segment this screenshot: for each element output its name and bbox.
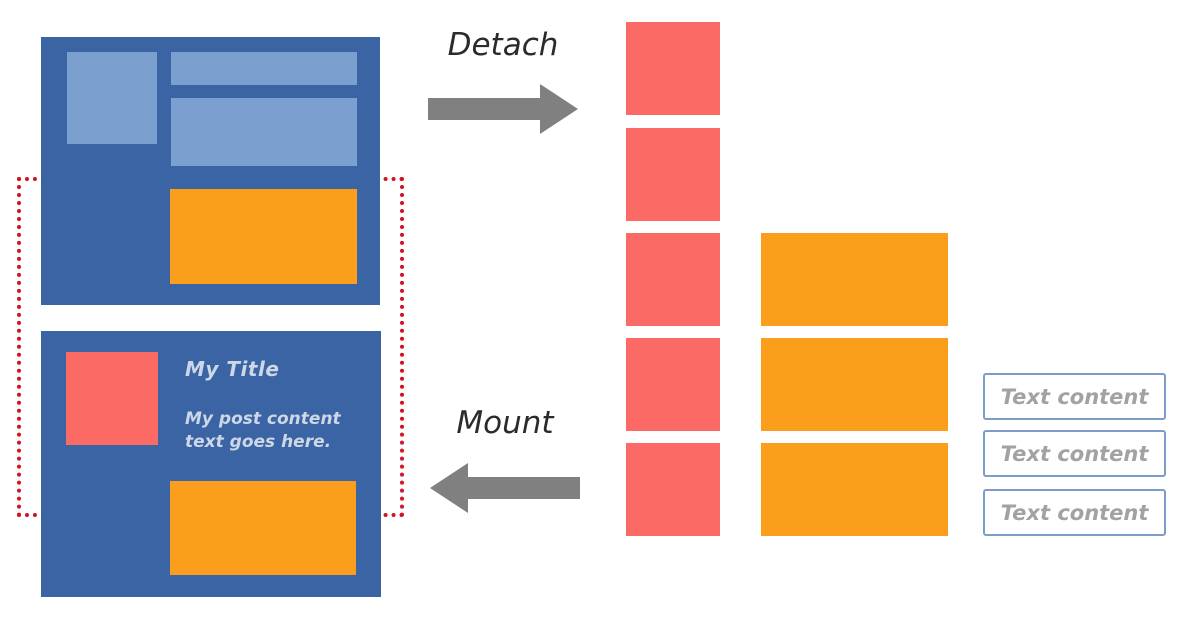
detached-red-block	[626, 128, 720, 221]
detached-orange-block	[761, 443, 948, 536]
mount-label: Mount	[456, 405, 554, 441]
text-content-label: Text content	[1000, 500, 1149, 525]
heading-placeholder-bar	[171, 52, 357, 85]
red-component-block	[66, 352, 158, 445]
detached-text-box: Text content	[983, 373, 1166, 420]
text-content-label: Text content	[1000, 384, 1149, 409]
detach-label: Detach	[447, 27, 559, 63]
text-content-label: Text content	[1000, 441, 1149, 466]
post-body: My post content text goes here.	[185, 409, 341, 452]
detached-red-block	[626, 443, 720, 536]
text-placeholder-bar	[171, 98, 357, 166]
detached-red-block	[626, 338, 720, 431]
post-title: My Title	[185, 357, 280, 381]
detached-orange-block	[761, 233, 948, 326]
detached-text-box: Text content	[983, 489, 1166, 536]
detached-red-block	[626, 22, 720, 115]
page-mockup-top	[41, 37, 380, 305]
image-placeholder-block	[67, 52, 157, 144]
detached-text-box: Text content	[983, 430, 1166, 477]
detach-arrow-icon	[428, 84, 578, 134]
mount-arrow-icon	[430, 463, 580, 513]
page-mockup-bottom: My Title My post content text goes here.	[41, 331, 381, 597]
detached-red-block	[626, 233, 720, 326]
detached-orange-block	[761, 338, 948, 431]
orange-component-block	[170, 189, 357, 284]
orange-component-block	[170, 481, 356, 575]
